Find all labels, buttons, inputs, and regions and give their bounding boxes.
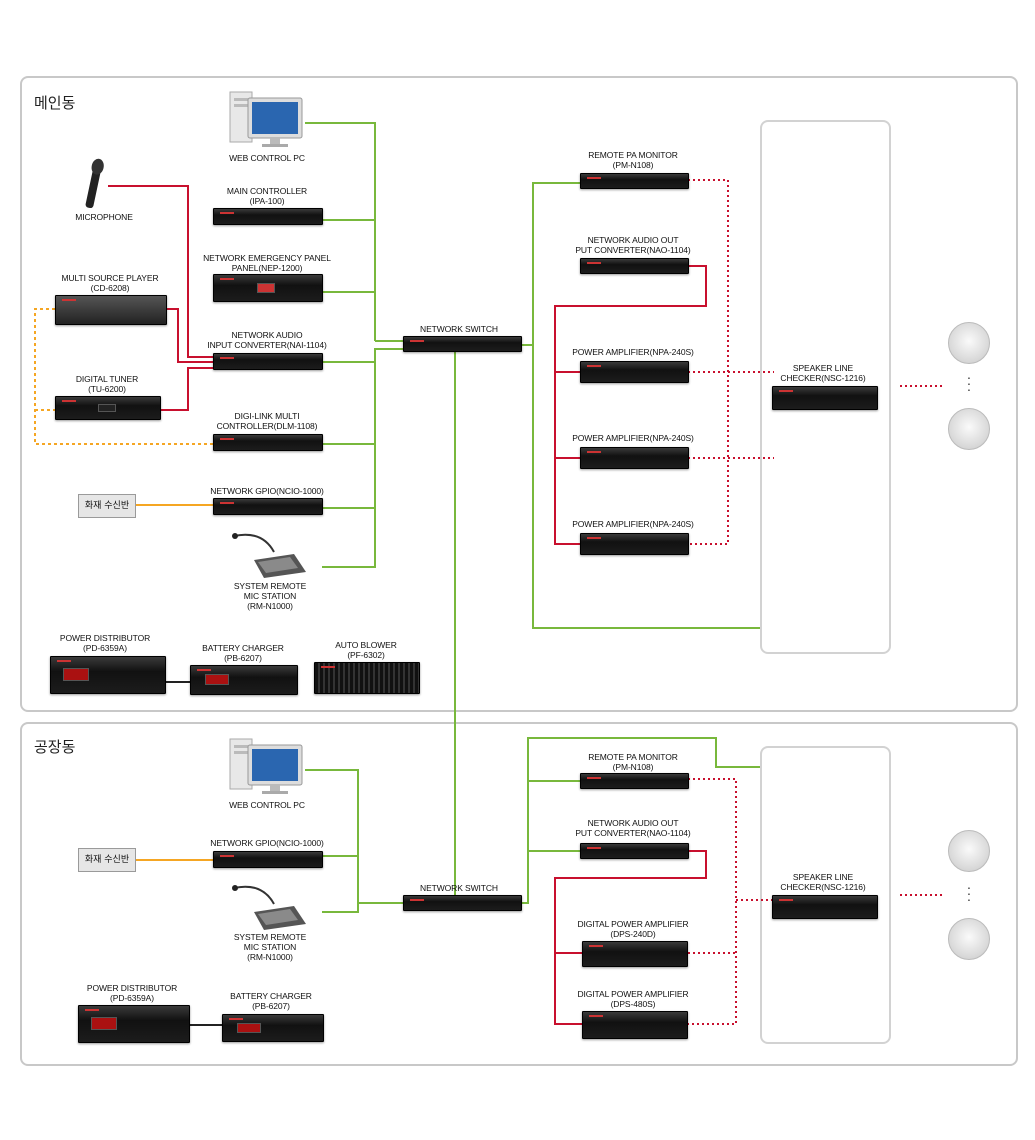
main-checker-label: SPEAKER LINE CHECKER(NSC-1216) [780, 363, 866, 383]
main-pa-monitor-label: REMOTE PA MONITOR (PM-N108) [588, 150, 678, 170]
main-pa-monitor-device [580, 173, 689, 189]
factory-battery-label: BATTERY CHARGER (PB-6207) [230, 991, 312, 1011]
emergency-panel-label: NETWORK EMERGENCY PANEL PANEL(NEP-1200) [203, 253, 331, 273]
main-audio-out-label: NETWORK AUDIO OUT PUT CONVERTER(NAO-1104… [575, 235, 691, 255]
factory-checker-device [772, 895, 878, 919]
factory-speaker-lines [688, 778, 943, 1025]
factory-audio-out-device [580, 843, 689, 859]
microphone-icon [85, 158, 104, 209]
dps2-device [582, 1011, 688, 1039]
dps1-label: DIGITAL POWER AMPLIFIER (DPS-240D) [577, 919, 689, 939]
web-pc-icon [229, 738, 303, 794]
factory-fire-panel: 화재 수신반 [78, 848, 136, 872]
main-remote-mic-label: SYSTEM REMOTE MIC STATION (RM-N1000) [233, 581, 307, 611]
factory-web-pc-label: WEB CONTROL PC [229, 800, 305, 810]
amp2-device [580, 447, 689, 469]
tuner-label: DIGITAL TUNER (TU-6200) [75, 374, 139, 394]
multi-source-label: MULTI SOURCE PLAYER (CD-6208) [61, 273, 159, 293]
main-speaker-lines [688, 179, 943, 545]
dps1-device [582, 941, 688, 967]
factory-network-lines [305, 737, 760, 913]
main-checker-area [760, 120, 891, 654]
main-power-dist-label: POWER DISTRIBUTOR (PD-6359A) [59, 633, 151, 653]
factory-remote-mic-label: SYSTEM REMOTE MIC STATION (RM-N1000) [233, 932, 307, 962]
main-controller-device [213, 208, 323, 225]
main-fire-panel: 화재 수신반 [78, 494, 136, 518]
amp3-label: POWER AMPLIFIER(NPA-240S) [572, 519, 694, 529]
factory-gpio-label: NETWORK GPIO(NCIO-1000) [210, 838, 324, 848]
main-network-lines [305, 122, 760, 880]
digilink-label: DIGI-LINK MULTI CONTROLLER(DLM-1108) [216, 411, 318, 431]
main-audio-lines [108, 185, 707, 545]
main-web-pc-label: WEB CONTROL PC [229, 153, 305, 163]
main-switch-device [403, 336, 522, 352]
main-building-title: 메인동 [34, 94, 76, 112]
factory-building-title: 공장동 [34, 738, 76, 756]
main-speaker-top [948, 322, 990, 364]
main-battery-label: BATTERY CHARGER (PB-6207) [202, 643, 284, 663]
factory-audio-out-label: NETWORK AUDIO OUT PUT CONVERTER(NAO-1104… [575, 818, 691, 838]
factory-checker-label: SPEAKER LINE CHECKER(NSC-1216) [780, 872, 866, 892]
amp3-device [580, 533, 689, 555]
factory-switch-label: NETWORK SWITCH [420, 883, 498, 893]
main-controller-label: MAIN CONTROLLER (IPA-100) [226, 186, 308, 206]
factory-speaker-bottom [948, 918, 990, 960]
amp2-label: POWER AMPLIFIER(NPA-240S) [572, 433, 694, 443]
microphone-label: MICROPHONE [75, 212, 133, 222]
main-power-dist-device [50, 656, 166, 694]
audio-input-device [213, 353, 323, 370]
factory-gpio-device [213, 851, 323, 868]
blower-label: AUTO BLOWER (PF-6302) [335, 640, 397, 660]
amp1-device [580, 361, 689, 383]
digilink-device [213, 434, 323, 451]
factory-power-dist-device [78, 1005, 190, 1043]
remote-mic-icon [232, 533, 306, 578]
factory-checker-area [760, 746, 891, 1044]
main-switch-label: NETWORK SWITCH [420, 324, 498, 334]
main-speaker-bottom [948, 408, 990, 450]
factory-switch-device [403, 895, 522, 911]
main-control-lines [34, 308, 215, 506]
factory-battery-device [222, 1014, 324, 1042]
emergency-panel-device [213, 274, 323, 302]
main-battery-device [190, 665, 298, 695]
factory-speaker-ellipsis: ··· [966, 879, 972, 907]
factory-pa-monitor-label: REMOTE PA MONITOR (PM-N108) [588, 752, 678, 772]
factory-audio-lines [554, 850, 707, 1025]
remote-mic-icon [232, 885, 306, 930]
main-audio-out-device [580, 258, 689, 274]
factory-pa-monitor-device [580, 773, 689, 789]
amp1-label: POWER AMPLIFIER(NPA-240S) [572, 347, 694, 357]
audio-input-label: NETWORK AUDIO INPUT CONVERTER(NAI-1104) [207, 330, 327, 350]
factory-speaker-top [948, 830, 990, 872]
main-speaker-ellipsis: ··· [966, 369, 972, 397]
blower-device [314, 662, 420, 694]
tuner-device [55, 396, 161, 420]
multi-source-device [55, 295, 167, 325]
main-checker-device [772, 386, 878, 410]
main-gpio-device [213, 498, 323, 515]
main-gpio-label: NETWORK GPIO(NCIO-1000) [210, 486, 324, 496]
dps2-label: DIGITAL POWER AMPLIFIER (DPS-480S) [577, 989, 689, 1009]
factory-power-dist-label: POWER DISTRIBUTOR (PD-6359A) [86, 983, 178, 1003]
web-pc-icon [229, 91, 303, 147]
